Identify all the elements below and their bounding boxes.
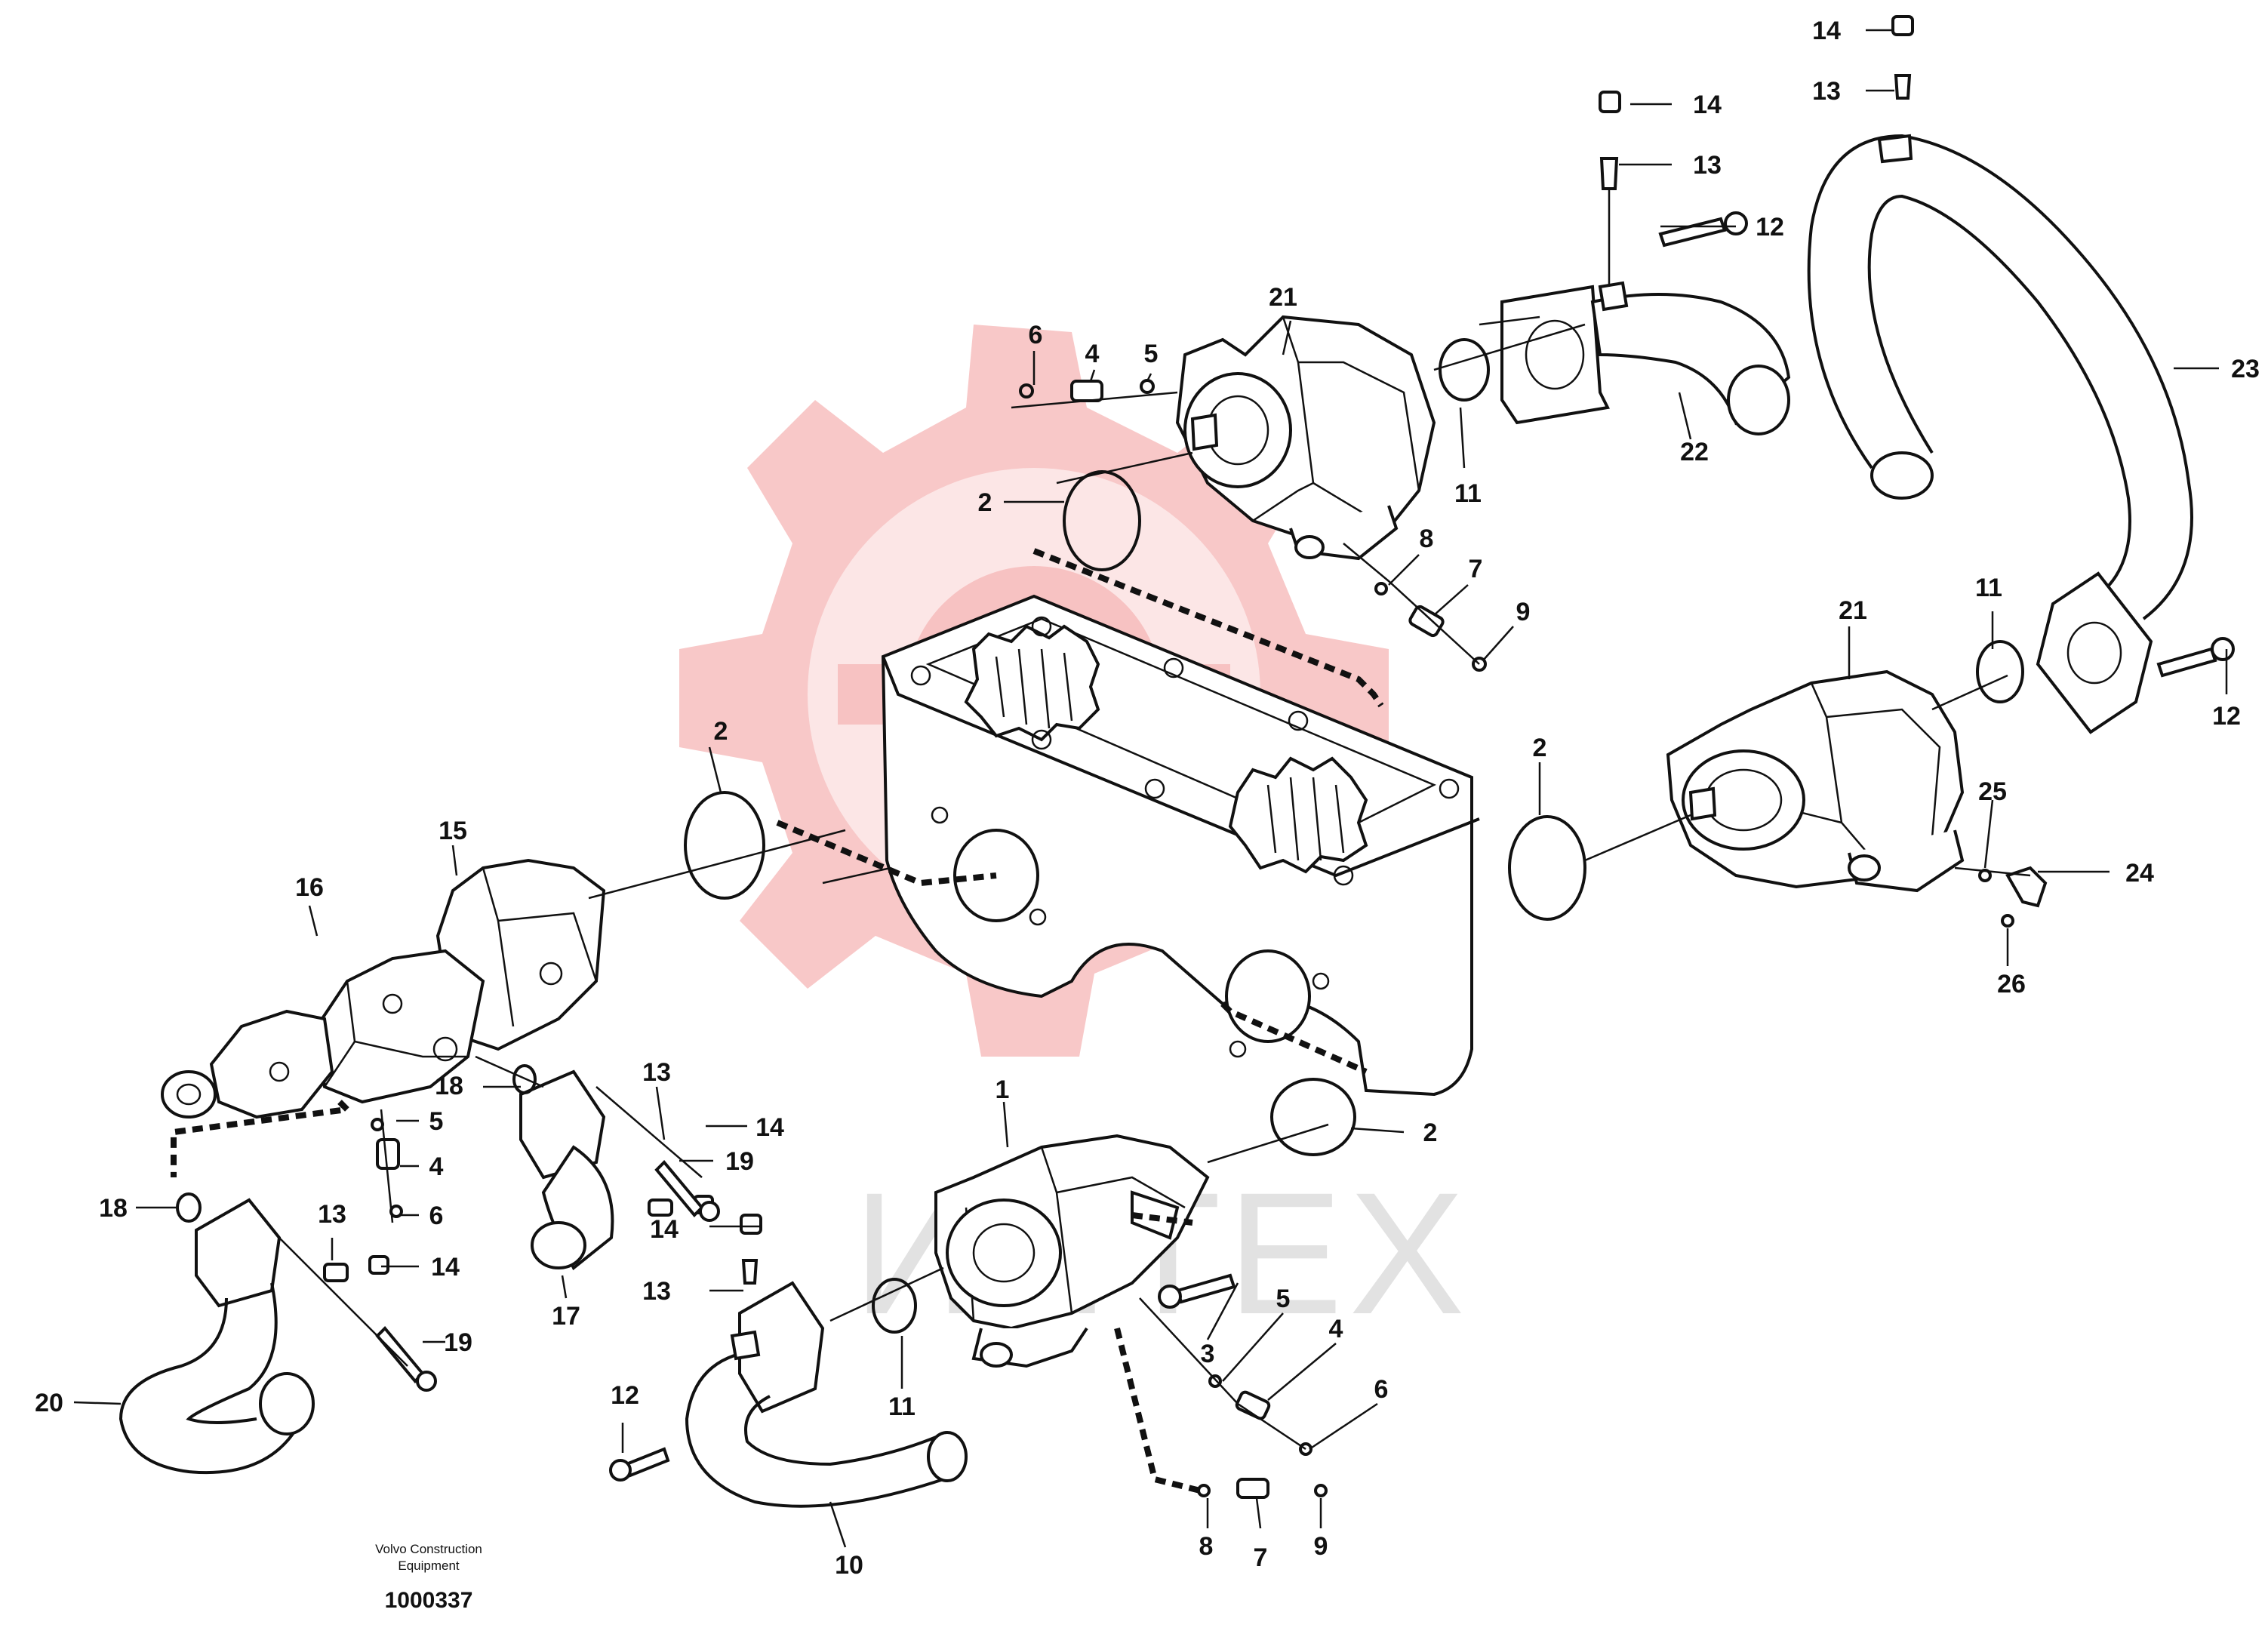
gear-left (964, 624, 1100, 742)
o-ring-11-bottom (872, 1278, 917, 1334)
callout-8-bottom: 8 (1199, 1532, 1214, 1561)
callout-9-bottom: 9 (1314, 1532, 1328, 1561)
callout-17: 17 (552, 1302, 580, 1331)
callout-11-right: 11 (1975, 574, 2002, 602)
callout-6-left: 6 (429, 1202, 444, 1230)
tube-20 (118, 1198, 315, 1475)
callout-12-top: 12 (1756, 213, 1784, 242)
callout-4-left: 4 (429, 1152, 444, 1181)
callout-13-upper: 13 (642, 1058, 671, 1087)
callout-14-upper: 14 (755, 1113, 784, 1142)
pump-1-bottom (934, 1134, 1210, 1368)
gear-housing (881, 594, 1480, 1097)
o-rings (176, 338, 2024, 1334)
callout-7-bottom: 7 (1254, 1543, 1268, 1572)
callout-2-bottom: 2 (1423, 1119, 1438, 1147)
callout-13-topright: 13 (1812, 77, 1841, 106)
callout-5-bottom: 5 (1276, 1285, 1291, 1313)
o-ring-2-bottom (1270, 1078, 1356, 1156)
callout-4-bottom: 4 (1329, 1315, 1343, 1343)
callout-8-top: 8 (1420, 525, 1434, 553)
pump-21-right (1666, 669, 1965, 893)
callout-6-bottom: 6 (1374, 1375, 1389, 1404)
callout-2-top: 2 (978, 488, 992, 517)
callout-labels: 21 6 4 5 2 8 7 9 11 22 12 14 13 14 13 23… (35, 17, 2260, 1580)
callout-21-right: 21 (1839, 596, 1867, 625)
callout-18-upper: 18 (435, 1072, 463, 1100)
tandem-pump-15-16 (161, 858, 606, 1119)
callout-14-mid: 14 (650, 1215, 679, 1244)
callout-5-top: 5 (1144, 340, 1159, 368)
callout-2-left: 2 (714, 717, 728, 746)
callout-1: 1 (996, 1075, 1010, 1104)
callout-12-bottom: 12 (611, 1381, 639, 1410)
callout-13-top: 13 (1693, 151, 1722, 180)
callout-3: 3 (1201, 1340, 1215, 1368)
fittings (323, 15, 2235, 1499)
o-ring-11-right (1976, 640, 2024, 703)
assembly-axis-lines (278, 189, 2031, 1451)
callout-13-lower: 13 (318, 1200, 346, 1229)
callout-7-top: 7 (1469, 555, 1483, 583)
callout-22: 22 (1680, 438, 1709, 466)
caption-company-line2: Equipment (398, 1559, 460, 1573)
callout-5-left: 5 (429, 1107, 444, 1136)
callout-11-top: 11 (1454, 479, 1482, 508)
callout-23: 23 (2231, 355, 2260, 383)
o-ring-11-top (1439, 338, 1490, 402)
callout-14-topright: 14 (1812, 17, 1841, 45)
callout-20: 20 (35, 1389, 63, 1417)
callout-21-top: 21 (1269, 283, 1297, 312)
callout-15: 15 (439, 817, 467, 845)
callout-16: 16 (295, 873, 324, 902)
callout-26: 26 (1997, 970, 2026, 999)
pump-21-top (1175, 315, 1436, 561)
callout-19-lower: 19 (444, 1328, 472, 1357)
elbow-22 (1500, 281, 1791, 435)
callout-24: 24 (2125, 859, 2154, 888)
callout-4-top: 4 (1085, 340, 1100, 368)
o-ring-2-right (1508, 815, 1586, 921)
leader-lines (73, 29, 2228, 1548)
caption-company-line1: Volvo Construction (375, 1542, 482, 1556)
tube-23 (1807, 134, 2193, 620)
callout-19-upper: 19 (725, 1147, 754, 1176)
o-ring-18-lower (176, 1192, 202, 1223)
callout-13-mid: 13 (642, 1277, 671, 1306)
callout-2-right: 2 (1533, 734, 1547, 762)
caption-block: Volvo Construction Equipment 1000337 (375, 1542, 482, 1613)
elbow-17 (519, 1069, 614, 1271)
document-number: 1000337 (385, 1588, 473, 1613)
tube-10 (685, 1281, 968, 1508)
o-ring-18 (512, 1064, 537, 1094)
callout-14-lower: 14 (431, 1253, 460, 1282)
callout-10: 10 (835, 1551, 863, 1580)
assembly-dash-lines (171, 548, 1384, 1494)
o-ring-2-top (1063, 470, 1141, 571)
callout-11-bottom: 11 (888, 1392, 916, 1421)
o-ring-2-left (684, 791, 765, 900)
callout-14-top: 14 (1693, 91, 1722, 119)
callout-18-lower: 18 (99, 1194, 128, 1223)
callout-25: 25 (1978, 777, 2007, 806)
callout-6-top: 6 (1029, 321, 1043, 349)
callout-12-right: 12 (2212, 702, 2241, 731)
gear-right (1228, 756, 1368, 874)
flange-plate-right (2036, 571, 2153, 734)
callout-9-top: 9 (1516, 598, 1531, 626)
